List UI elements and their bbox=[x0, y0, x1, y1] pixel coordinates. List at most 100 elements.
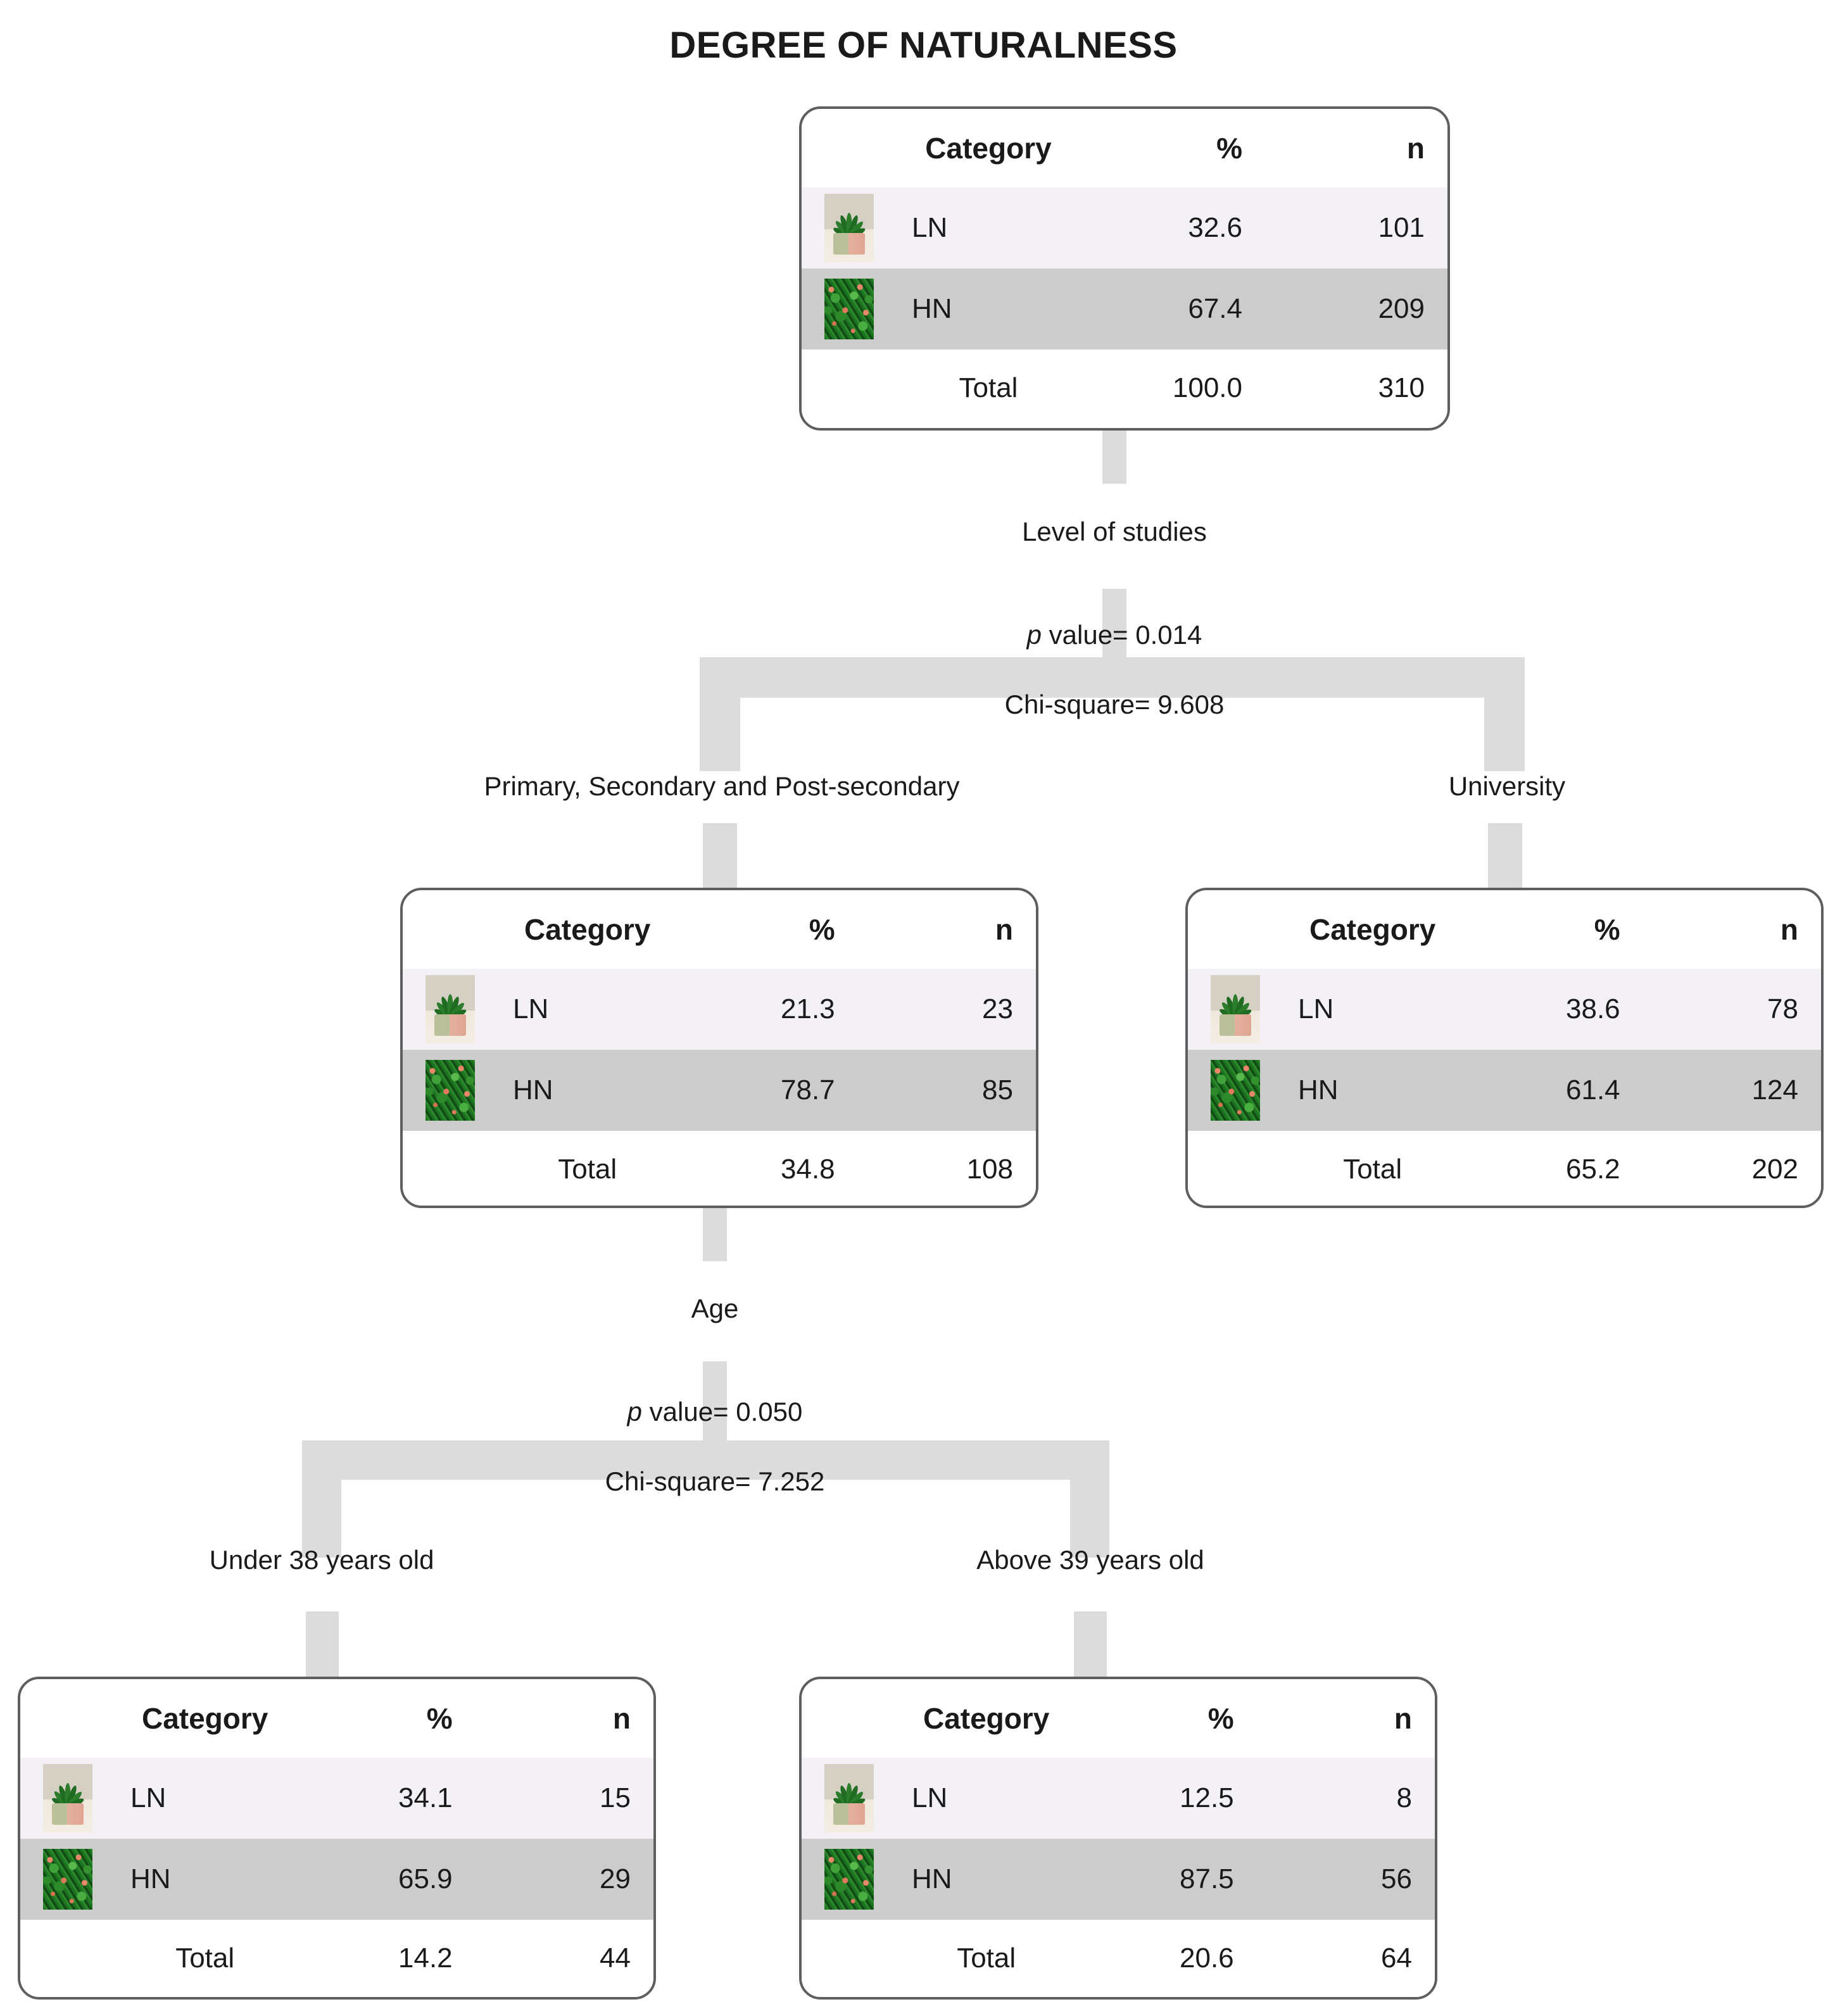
split-chi-square: Chi-square= 7.252 bbox=[605, 1466, 825, 1496]
row-n: 23 bbox=[856, 969, 1036, 1050]
row-percent: 65.9 bbox=[294, 1839, 474, 1920]
potted-plant-icon bbox=[824, 194, 874, 262]
green-hedge-icon bbox=[824, 1849, 874, 1910]
row-n: 8 bbox=[1255, 1758, 1435, 1839]
connector-university-node-stem bbox=[1488, 823, 1522, 890]
node-above-39[interactable]: Category % n LN 12.5 8 HN 87.5 56 bbox=[799, 1677, 1437, 2000]
connector-level2-right-drop bbox=[1070, 1440, 1109, 1558]
branch-label-university: University bbox=[1448, 771, 1566, 801]
ln-thumb-cell bbox=[1188, 969, 1283, 1050]
green-hedge-icon bbox=[43, 1849, 92, 1910]
connector-root-drop bbox=[1102, 589, 1126, 658]
row-n: 29 bbox=[474, 1839, 653, 1920]
table-row: LN 12.5 8 bbox=[802, 1758, 1435, 1839]
p-symbol: p bbox=[1026, 620, 1042, 650]
connector-root-stem bbox=[1102, 425, 1126, 484]
above-39-table: Category % n LN 12.5 8 HN 87.5 56 bbox=[802, 1679, 1435, 1997]
branch-label-above-39: Above 39 years old bbox=[976, 1545, 1204, 1575]
total-percent: 100.0 bbox=[1080, 350, 1264, 427]
p-value-text: value= 0.014 bbox=[1041, 620, 1202, 650]
potted-plant-icon bbox=[824, 1764, 874, 1832]
total-label: Total bbox=[897, 350, 1080, 427]
connector-primary-drop bbox=[703, 1361, 727, 1440]
connector-level1-left-drop bbox=[700, 657, 740, 771]
table-row: LN 38.6 78 bbox=[1188, 969, 1821, 1050]
row-label: LN bbox=[897, 1758, 1076, 1839]
total-label: Total bbox=[498, 1131, 678, 1206]
potted-plant-icon bbox=[1211, 975, 1260, 1043]
connector-above39-node-stem bbox=[1074, 1611, 1107, 1681]
branch-label-primary-secondary: Primary, Secondary and Post-secondary bbox=[484, 771, 960, 801]
row-label: HN bbox=[115, 1839, 295, 1920]
row-label: LN bbox=[498, 969, 678, 1050]
green-hedge-icon bbox=[426, 1060, 475, 1121]
row-n: 15 bbox=[474, 1758, 653, 1839]
row-percent: 61.4 bbox=[1462, 1050, 1642, 1131]
connector-level2-left-drop bbox=[302, 1440, 341, 1558]
row-label: HN bbox=[498, 1050, 678, 1131]
table-row: HN 67.4 209 bbox=[802, 268, 1447, 350]
node-university[interactable]: Category % n LN 38.6 78 HN 61.4 124 bbox=[1185, 888, 1824, 1208]
row-n: 78 bbox=[1641, 969, 1821, 1050]
header-percent: % bbox=[1080, 109, 1264, 187]
green-hedge-icon bbox=[1211, 1060, 1260, 1121]
p-symbol: p bbox=[627, 1397, 642, 1427]
header-category: Category bbox=[897, 109, 1080, 187]
row-n: 209 bbox=[1264, 268, 1447, 350]
header-percent: % bbox=[677, 890, 857, 969]
connector-level1-right-drop bbox=[1484, 657, 1525, 771]
node-root[interactable]: Category % n LN 32.6 101 HN 67.4 209 bbox=[799, 106, 1450, 431]
split-label-level-of-studies: Level of studies p value= 0.014 Chi-squa… bbox=[867, 480, 1361, 757]
row-n: 101 bbox=[1264, 187, 1447, 268]
table-row: LN 21.3 23 bbox=[403, 969, 1036, 1050]
table-total-row: Total 14.2 44 bbox=[20, 1920, 653, 1997]
table-total-row: Total 100.0 310 bbox=[802, 350, 1447, 427]
total-n: 64 bbox=[1255, 1920, 1435, 1997]
table-row: LN 32.6 101 bbox=[802, 187, 1447, 268]
header-n: n bbox=[1264, 109, 1447, 187]
header-n: n bbox=[856, 890, 1036, 969]
header-n: n bbox=[1255, 1679, 1435, 1758]
header-category: Category bbox=[498, 890, 678, 969]
table-header-row: Category % n bbox=[403, 890, 1036, 969]
header-category: Category bbox=[115, 1679, 295, 1758]
page-title: DEGREE OF NATURALNESS bbox=[669, 25, 1178, 66]
row-percent: 67.4 bbox=[1080, 268, 1264, 350]
hn-thumb-cell bbox=[802, 268, 897, 350]
row-percent: 78.7 bbox=[677, 1050, 857, 1131]
row-percent: 21.3 bbox=[677, 969, 857, 1050]
row-percent: 87.5 bbox=[1076, 1839, 1256, 1920]
potted-plant-icon bbox=[43, 1764, 92, 1832]
table-header-row: Category % n bbox=[802, 109, 1447, 187]
connector-level2-crossbar bbox=[302, 1440, 1109, 1480]
ln-thumb-cell bbox=[802, 1758, 897, 1839]
row-percent: 34.1 bbox=[294, 1758, 474, 1839]
table-row: LN 34.1 15 bbox=[20, 1758, 653, 1839]
header-n: n bbox=[474, 1679, 653, 1758]
primary-secondary-table: Category % n LN 21.3 23 HN 78.7 85 bbox=[403, 890, 1036, 1206]
table-total-row: Total 34.8 108 bbox=[403, 1131, 1036, 1206]
connector-under38-node-stem bbox=[306, 1611, 339, 1681]
total-percent: 14.2 bbox=[294, 1920, 474, 1997]
hn-thumb-cell bbox=[403, 1050, 498, 1131]
header-percent: % bbox=[294, 1679, 474, 1758]
hn-thumb-cell bbox=[20, 1839, 115, 1920]
table-row: HN 65.9 29 bbox=[20, 1839, 653, 1920]
total-n: 108 bbox=[856, 1131, 1036, 1206]
table-header-row: Category % n bbox=[20, 1679, 653, 1758]
node-primary-secondary-postsecondary[interactable]: Category % n LN 21.3 23 HN 78.7 85 bbox=[400, 888, 1038, 1208]
node-under-38[interactable]: Category % n LN 34.1 15 HN 65.9 29 bbox=[18, 1677, 656, 2000]
split-p-value: p value= 0.014 bbox=[867, 584, 1361, 653]
p-value-text: value= 0.050 bbox=[641, 1397, 803, 1427]
table-row: HN 78.7 85 bbox=[403, 1050, 1036, 1131]
connector-primary-stem-down bbox=[703, 1203, 727, 1261]
row-percent: 12.5 bbox=[1076, 1758, 1256, 1839]
header-percent: % bbox=[1462, 890, 1642, 969]
university-table: Category % n LN 38.6 78 HN 61.4 124 bbox=[1188, 890, 1821, 1206]
total-n: 202 bbox=[1641, 1131, 1821, 1206]
split-chi-square: Chi-square= 9.608 bbox=[1004, 689, 1225, 719]
ln-thumb-cell bbox=[403, 969, 498, 1050]
total-percent: 65.2 bbox=[1462, 1131, 1642, 1206]
connector-primary-node-stem bbox=[703, 823, 737, 890]
header-category: Category bbox=[897, 1679, 1076, 1758]
